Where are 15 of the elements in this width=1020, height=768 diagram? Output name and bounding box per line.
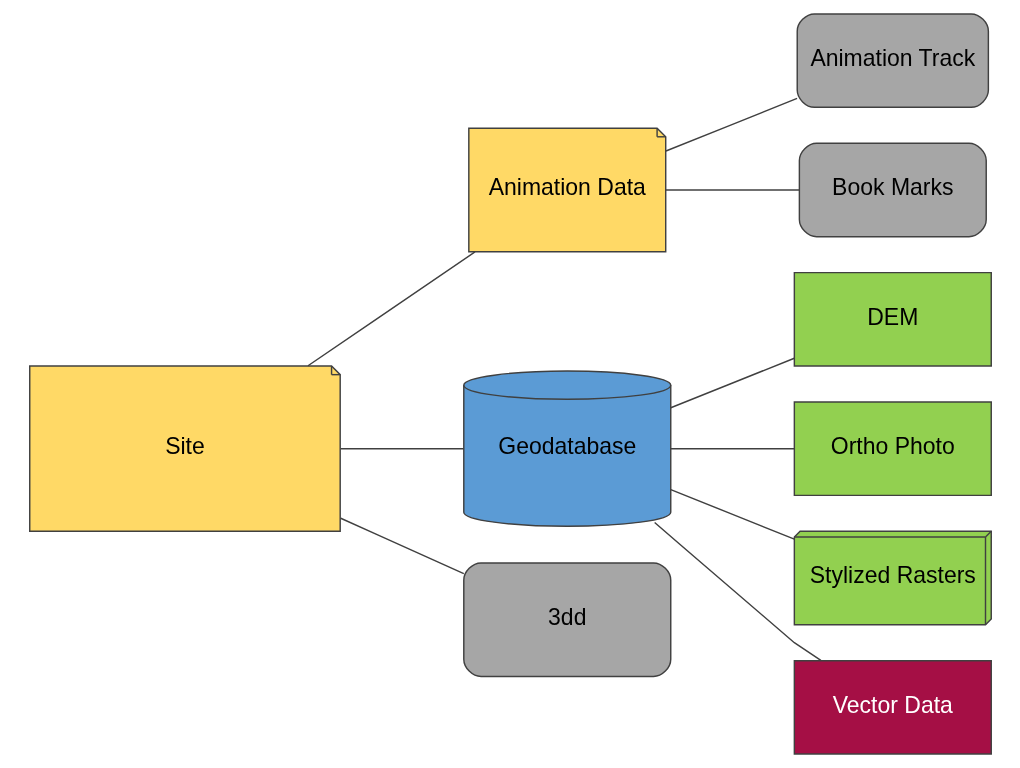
connector xyxy=(306,251,476,367)
connector xyxy=(339,517,464,575)
node-box: Vector Data xyxy=(793,659,992,755)
node-box: Ortho Photo xyxy=(793,401,992,497)
node-box: 3dd xyxy=(462,562,671,678)
node-box: DEM xyxy=(793,271,992,367)
connector xyxy=(664,97,798,152)
connector xyxy=(664,189,800,191)
connector xyxy=(669,357,795,409)
connector xyxy=(653,521,822,662)
connector xyxy=(669,488,795,540)
node-box: Animation Track xyxy=(796,13,989,109)
connector xyxy=(339,447,464,450)
node-box: Book Marks xyxy=(798,142,987,238)
connector xyxy=(669,447,795,450)
